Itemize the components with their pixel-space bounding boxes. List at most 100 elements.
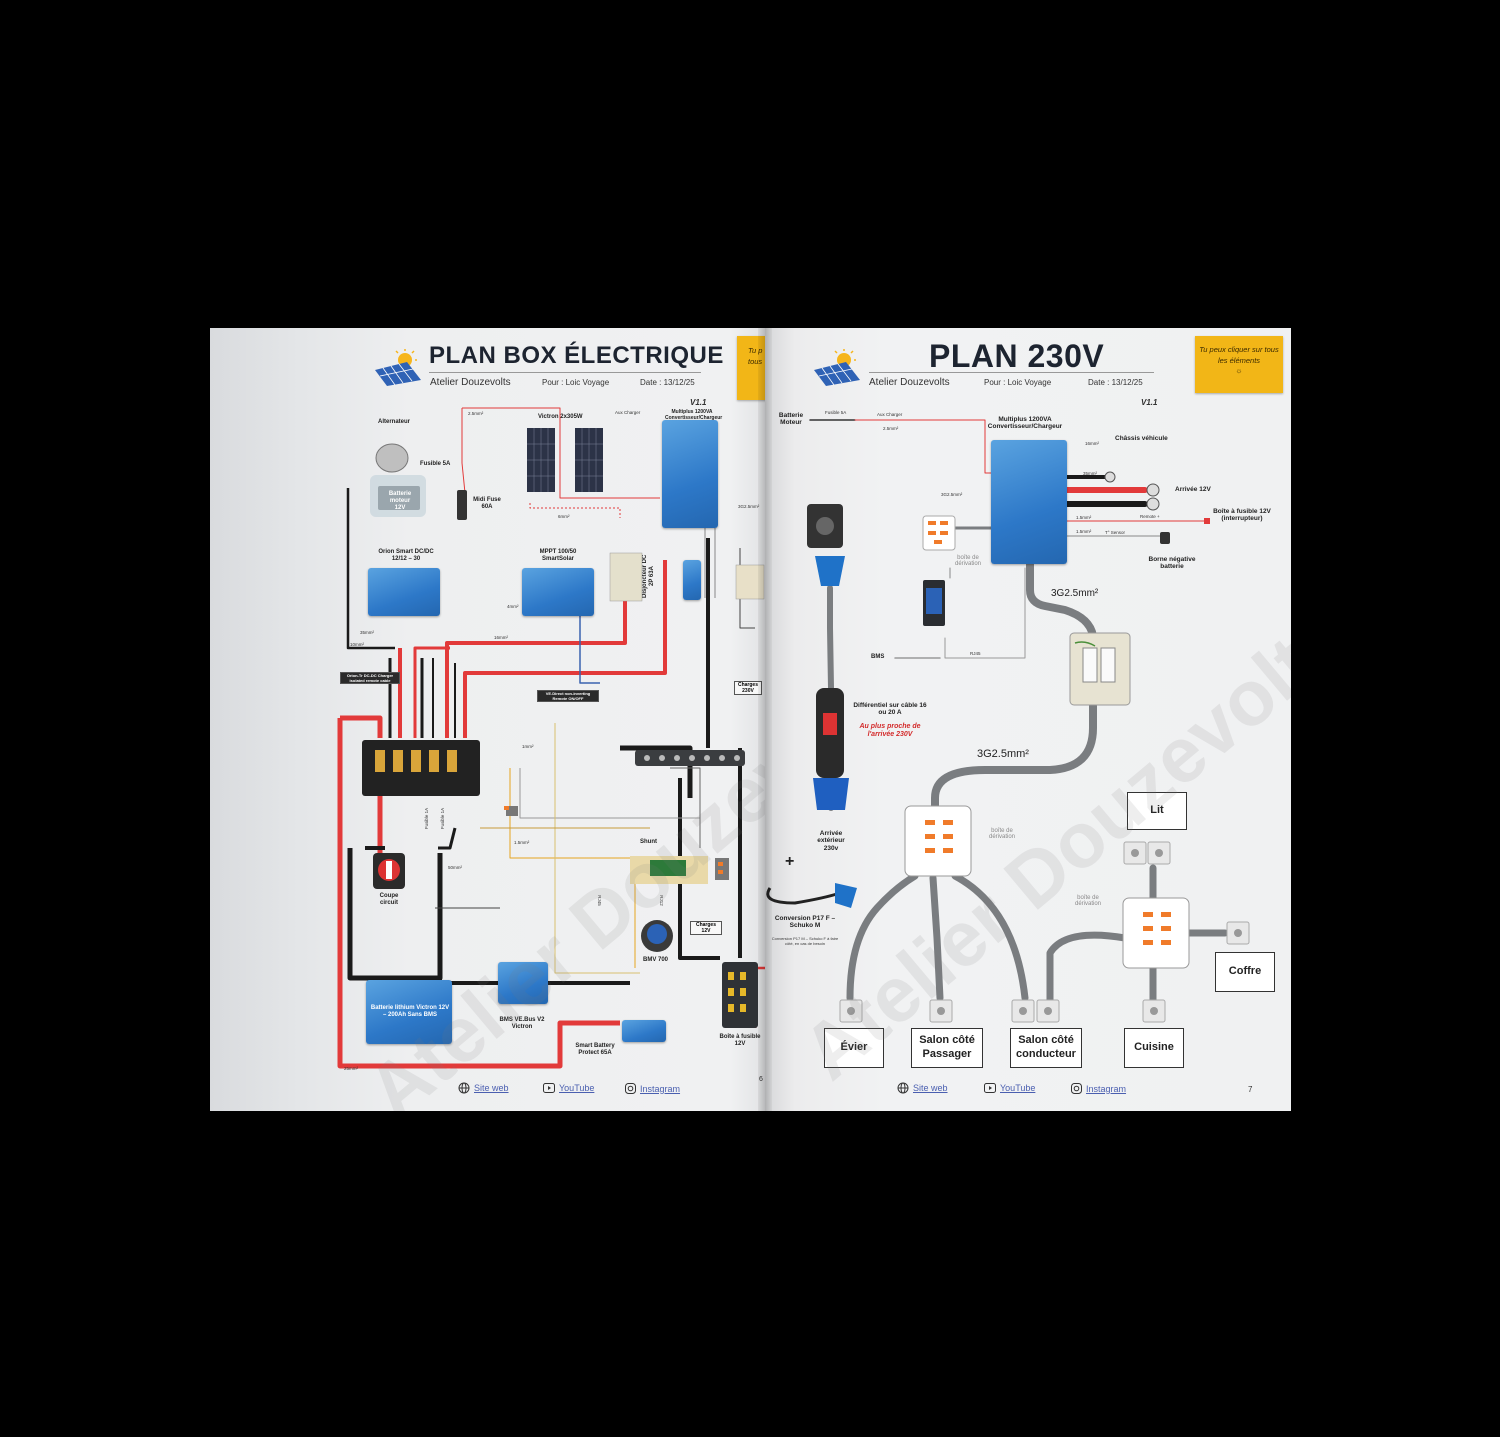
junction-label-3: boîte de dérivation [1074,895,1101,907]
charges-12-tag: Charges 12V [690,921,722,935]
orion-remote-cable[interactable]: Orion-Tr DC-DC Charger isolated remote c… [340,672,400,684]
lithium-battery[interactable] [366,980,452,1044]
note-partial-line1: Tu p [748,346,763,355]
plan-date-right: Date : 13/12/25 [1088,378,1143,387]
aux-charger-label: Aux Charger [615,410,641,415]
section-1-5b-right: 1.5mm² [1076,529,1092,534]
bms-vebus[interactable] [498,962,548,1004]
mppt-controller[interactable] [522,568,594,616]
conversion-note: Conversion P17 M – Schuko F à faire côté… [771,936,839,946]
section-3g: 3G2.5mm² [738,504,760,509]
page-number-right: 7 [1248,1085,1253,1094]
charges-230-tag: Charges 230V [734,681,762,695]
arrival-12v-label: Arrivée 12V [1175,486,1211,493]
section-1-5-right: 1.5mm² [1076,515,1092,520]
youtube-link-right[interactable]: YouTube [1000,1083,1036,1093]
footer-youtube[interactable]: YouTube [543,1083,594,1093]
room-coffre[interactable]: Coffre [1215,952,1275,992]
right-page: PLAN 230V Atelier Douzevolts Pour : Loic… [765,328,1291,1111]
click-hint-note[interactable]: Tu peux cliquer sur tous les éléments ☼ [1195,336,1283,393]
cable-3g-top: 3G2.5mm² [941,492,963,497]
differential-warning: Au plus proche de l'arrivée 230V [859,723,921,739]
website-link[interactable]: Site web [474,1083,509,1093]
cable-label-1: 3G2.5mm² [1051,588,1099,599]
instagram-icon [625,1083,636,1094]
section-10: 10mm² [350,642,365,647]
section-2-5-right: 2.5mm² [883,426,899,431]
aux-charger-label-right: Aux Charger [877,412,903,417]
globe-icon-right [897,1082,909,1094]
youtube-link[interactable]: YouTube [559,1083,595,1093]
shunt-label: Shunt [640,839,657,845]
multiplus-label-right: Multiplus 1200VA Convertisseur/Chargeur [987,416,1063,431]
midi-fuse-label: Midi Fuse 60A [473,497,501,510]
instagram-link[interactable]: Instagram [640,1083,681,1094]
section-16-right: 16mm² [1085,441,1100,446]
fuse-5a-label: Fusible 5A [420,461,451,467]
footer-website-right[interactable]: Site web [897,1082,948,1094]
footer-website[interactable]: Site web [458,1082,509,1094]
note-partial-line2: tous [748,356,763,366]
version-label-right: V1.1 [1141,398,1158,407]
room-salon-passager[interactable]: Salon côté Passager [911,1028,983,1068]
page-title-right: PLAN 230V [929,338,1105,374]
cut-off-label: Coupe circuit [379,893,399,906]
junction-label-2: boîte de dérivation [988,828,1015,840]
footer-instagram[interactable]: Instagram [625,1083,680,1094]
battery-label: Batterie lithium Victron 12V – 200Ah San… [370,1005,450,1018]
left-page: PLAN BOX ÉLECTRIQUE Atelier Douzevolts P… [210,328,765,1111]
globe-icon [458,1082,470,1094]
client-name-right: Pour : Loic Voyage [984,378,1052,387]
youtube-icon-right [984,1083,996,1093]
gx-device[interactable] [683,560,701,600]
company-name: Atelier Douzevolts [430,377,511,388]
footer-instagram-right[interactable]: Instagram [1071,1083,1126,1094]
click-hint-text: Tu peux cliquer sur tous les éléments [1199,345,1279,365]
instagram-link-right[interactable]: Instagram [1086,1083,1127,1094]
battery-protect[interactable] [622,1020,666,1042]
junction-label-1: boîte de dérivation [954,555,981,567]
room-evier[interactable]: Évier [824,1028,884,1068]
room-lit[interactable]: Lit [1127,792,1187,830]
protect-label: Smart Battery Protect 65A [575,1043,615,1056]
remote-label: Remote + [1140,514,1160,519]
room-cuisine[interactable]: Cuisine [1124,1028,1184,1068]
title-rule [429,372,701,373]
plan-date: Date : 13/12/25 [640,378,695,387]
website-link-right[interactable]: Site web [913,1083,948,1093]
fusebox-label: Boîte à fusible 12V [719,1034,761,1047]
ve-direct-cable[interactable]: VE.Direct non-inverting Remote ON/OFF [537,690,599,702]
multiplus-label: Multiplus 1200VA Convertisseur/Chargeur [665,409,723,421]
book-spine [758,328,772,1111]
fuse-1a-b: Fusible 1A [440,807,446,830]
multiplus-inverter[interactable] [662,420,718,528]
orion-dcdc-charger[interactable] [368,568,440,616]
differential-title: Différentiel sur câble 16 ou 20 A [853,702,927,717]
fuse-5a-label-right: Fusible 5A [825,410,847,415]
engine-battery-label: Batterie moteur 12V [388,491,412,511]
orion-label: Orion Smart DC/DC 12/12 – 30 [378,549,434,562]
section-35-right: 35mm² [1083,471,1098,476]
sun-panel-logo-right [814,349,860,386]
footer-youtube-right[interactable]: YouTube [984,1083,1035,1093]
section-25: 25mm² [344,1066,359,1071]
title-rule-right [869,372,1154,373]
conversion-label: Conversion P17 F – Schuko M [774,915,836,930]
sparkle-icon: ☼ [1235,366,1243,375]
note-partial[interactable]: Tu p tous [737,336,765,400]
section-1-5: 1.5mm² [514,840,530,845]
room-salon-conducteur[interactable]: Salon côté conducteur [1010,1028,1082,1068]
multiplus-230v[interactable] [991,440,1067,564]
t-sensor-label: T° Sensor [1105,530,1126,535]
section-4: 4mm² [507,604,519,609]
neg-terminal-label: Borne négative batterie [1148,556,1196,571]
external-230v-label: Arrivée extérieur 230v [817,830,845,852]
chassis-label: Châssis véhicule [1115,435,1168,442]
alternator-label: Alternateur [378,419,411,425]
company-name-right: Atelier Douzevolts [869,377,950,388]
wiring-230v-diagram [766,419,1250,1023]
fusebox-12v-label: Boîte à fusible 12V (interrupteur) [1213,508,1271,523]
sun-panel-logo [375,349,421,386]
booklet-spread: PLAN BOX ÉLECTRIQUE Atelier Douzevolts P… [210,328,1291,1111]
page-title: PLAN BOX ÉLECTRIQUE [429,342,724,369]
